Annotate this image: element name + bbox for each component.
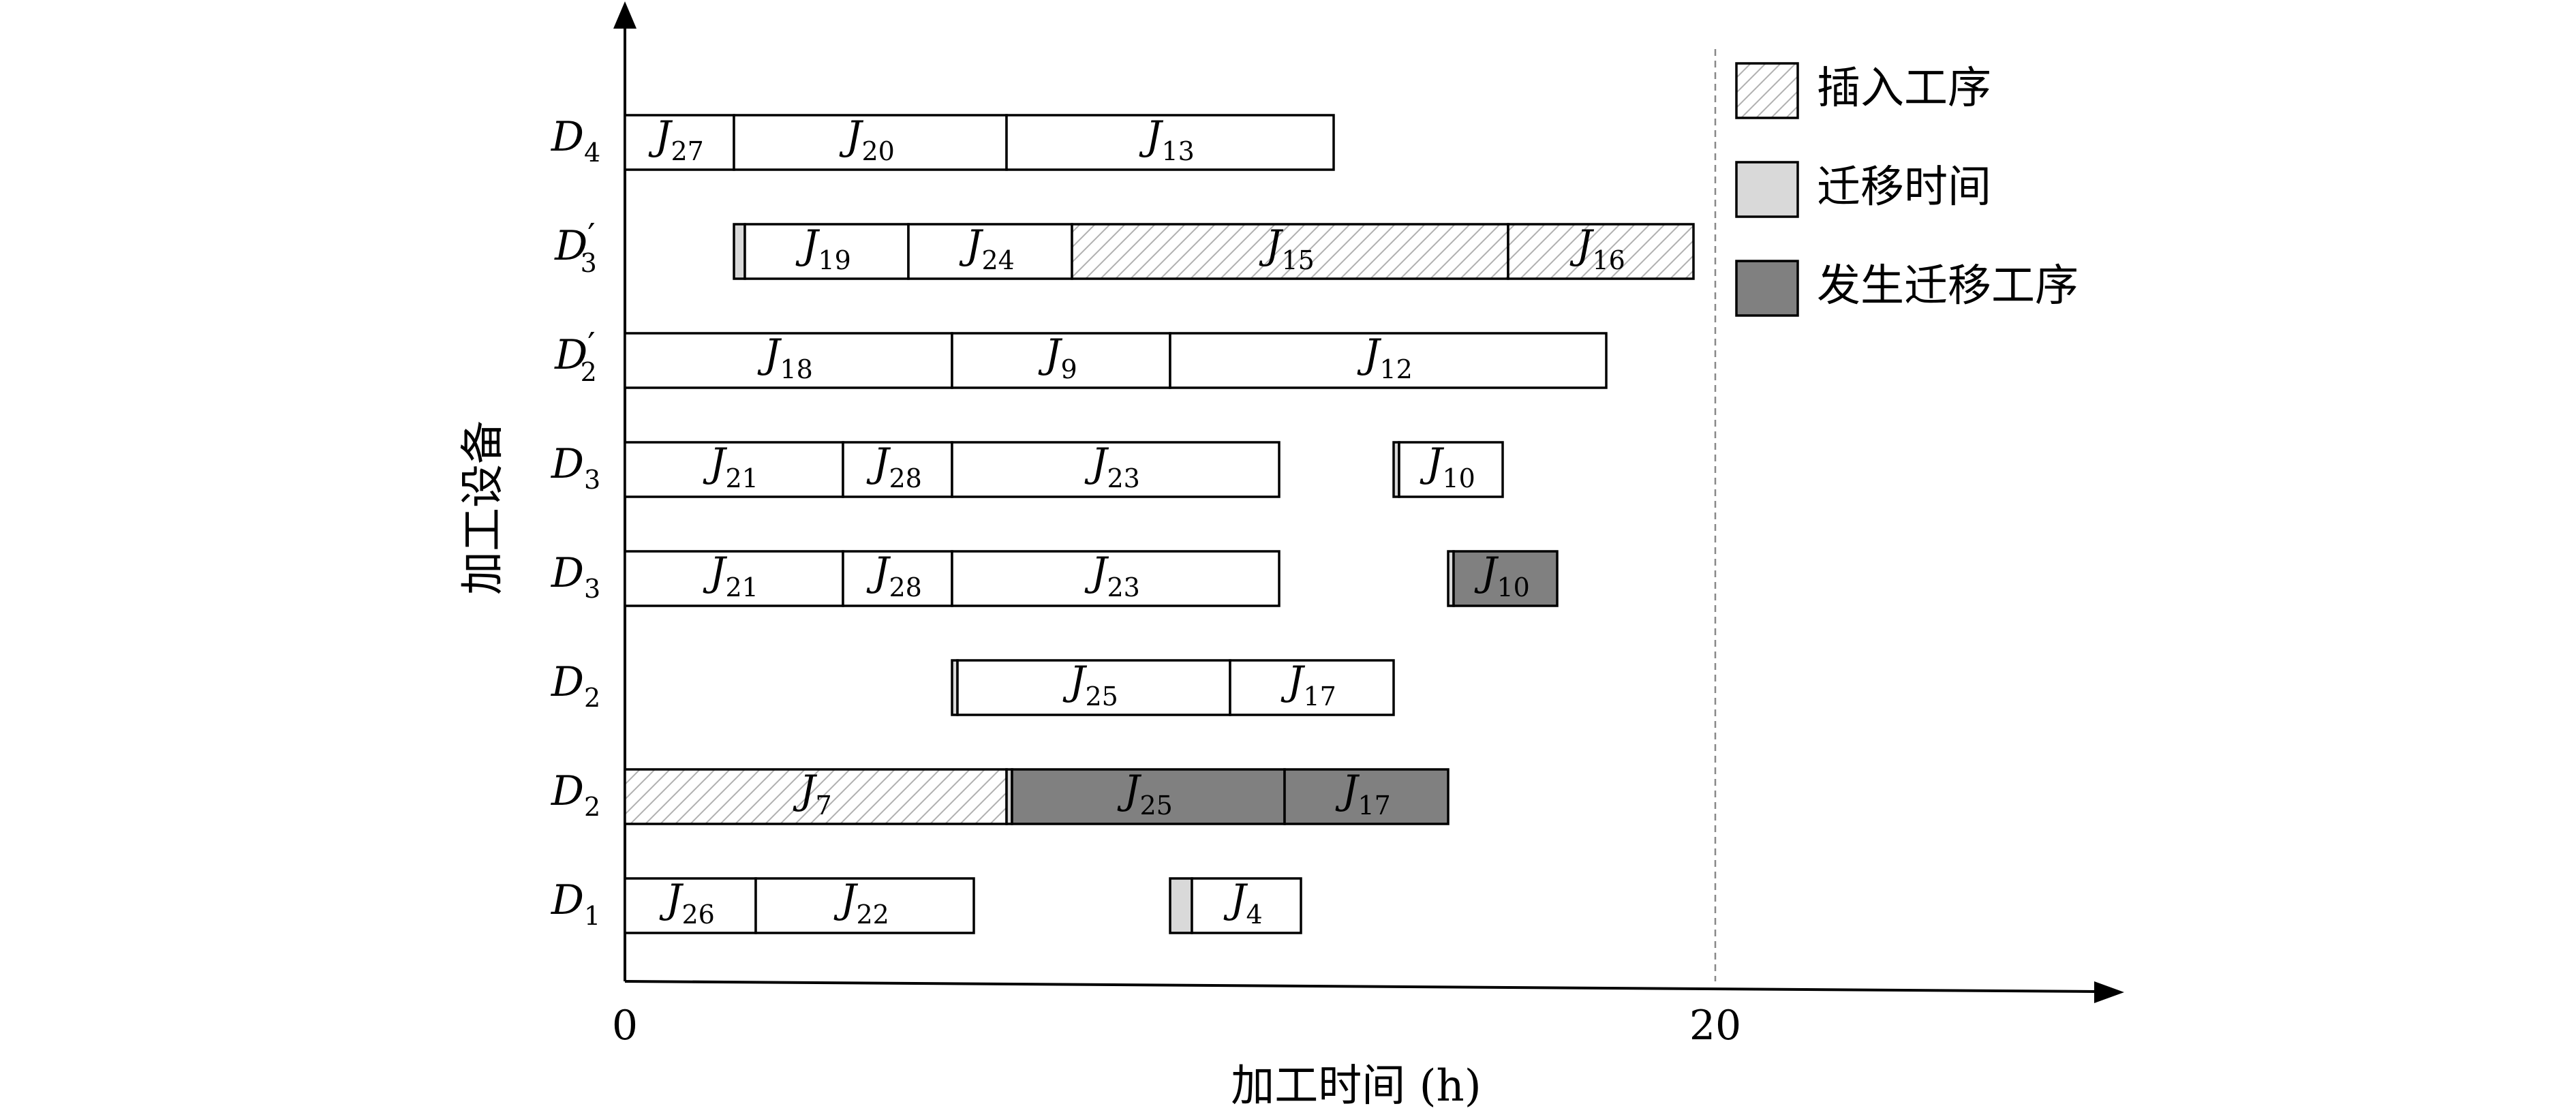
migration-time-bar bbox=[733, 223, 746, 280]
task-bar bbox=[907, 223, 1073, 280]
task-bar bbox=[1005, 114, 1335, 171]
row-label: D′2 bbox=[554, 325, 597, 387]
task-bar bbox=[624, 877, 757, 934]
x-axis-line bbox=[624, 980, 2098, 993]
task-bar bbox=[743, 223, 910, 280]
task-bar bbox=[1229, 659, 1395, 716]
legend-swatch-migration bbox=[1735, 161, 1799, 218]
task-bar bbox=[624, 768, 1008, 825]
x-tick-label: 20 bbox=[1689, 1002, 1741, 1049]
x-axis-arrow bbox=[2094, 981, 2124, 1003]
task-bar bbox=[951, 550, 1281, 607]
row-label: D2 bbox=[551, 658, 600, 713]
task-bar bbox=[1283, 768, 1450, 825]
row-label: D′3 bbox=[554, 216, 597, 278]
task-bar bbox=[1191, 877, 1302, 934]
legend-label: 发生迁移工序 bbox=[1817, 261, 2079, 311]
task-bar bbox=[1169, 332, 1608, 389]
legend-label: 迁移时间 bbox=[1817, 162, 1991, 213]
legend-label: 插入工序 bbox=[1817, 63, 1991, 114]
task-bar bbox=[1398, 441, 1504, 498]
task-label: J28 bbox=[866, 440, 922, 493]
y-axis-arrow bbox=[613, 1, 637, 29]
task-bar bbox=[754, 877, 975, 934]
task-bar bbox=[842, 441, 953, 498]
row-label: D1 bbox=[551, 876, 600, 931]
task-bar bbox=[951, 441, 1281, 498]
row-label: D3 bbox=[551, 549, 600, 604]
row-label: D3 bbox=[551, 440, 600, 495]
legend-swatch-inserted bbox=[1735, 62, 1799, 119]
row-label: D2 bbox=[551, 767, 600, 822]
y-axis-label: 加工设备 bbox=[458, 420, 508, 595]
task-bar bbox=[624, 114, 735, 171]
x-axis-label: 加工时间 (h) bbox=[1231, 1061, 1482, 1112]
task-bar bbox=[1507, 223, 1695, 280]
task-bar bbox=[733, 114, 1008, 171]
task-bar bbox=[1452, 550, 1559, 607]
task-bar bbox=[1071, 223, 1509, 280]
legend-swatch-migrated bbox=[1735, 260, 1799, 317]
row-label: D4 bbox=[551, 113, 600, 168]
x-tick-label: 0 bbox=[612, 1002, 638, 1049]
migration-time-bar bbox=[1169, 877, 1193, 934]
task-bar bbox=[956, 659, 1231, 716]
